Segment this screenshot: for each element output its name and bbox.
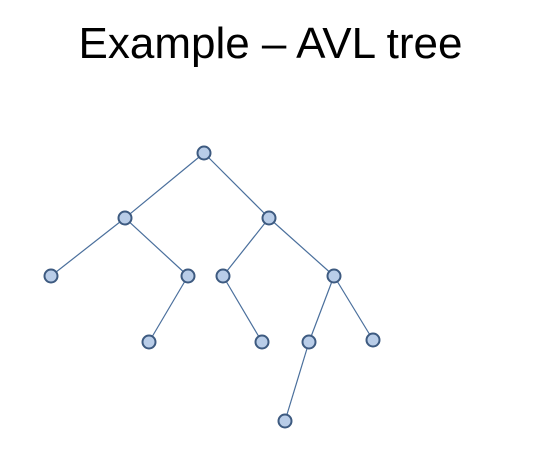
tree-edge-n9-n11: [284, 341, 310, 422]
tree-edge-n2-n5: [222, 217, 270, 277]
tree-edge-n6-n10: [333, 275, 374, 341]
tree-edge-n6-n9: [308, 275, 335, 343]
tree-node-n9: [301, 334, 317, 350]
tree-node-n10: [365, 332, 381, 348]
tree-node-n7: [141, 334, 157, 350]
tree-edge-n5-n8: [222, 275, 263, 343]
tree-node-n1: [117, 210, 133, 226]
tree-edge-n1-n4: [124, 217, 189, 277]
tree-node-n2: [261, 210, 277, 226]
tree-edges: [50, 152, 374, 422]
tree-node-n3: [43, 268, 59, 284]
tree-node-n11: [277, 413, 293, 429]
tree-edge-n2-n6: [268, 217, 335, 277]
tree-node-n4: [180, 268, 196, 284]
tree-edge-n4-n7: [148, 275, 189, 343]
tree-nodes: [43, 145, 381, 429]
tree-node-n5: [215, 268, 231, 284]
slide-title: Example – AVL tree: [78, 19, 463, 68]
tree-node-n8: [254, 334, 270, 350]
tree-edge-n1-n3: [50, 217, 126, 277]
tree-node-root: [196, 145, 212, 161]
tree-node-n6: [326, 268, 342, 284]
tree-edge-root-n2: [203, 152, 270, 219]
tree-edge-root-n1: [124, 152, 205, 219]
